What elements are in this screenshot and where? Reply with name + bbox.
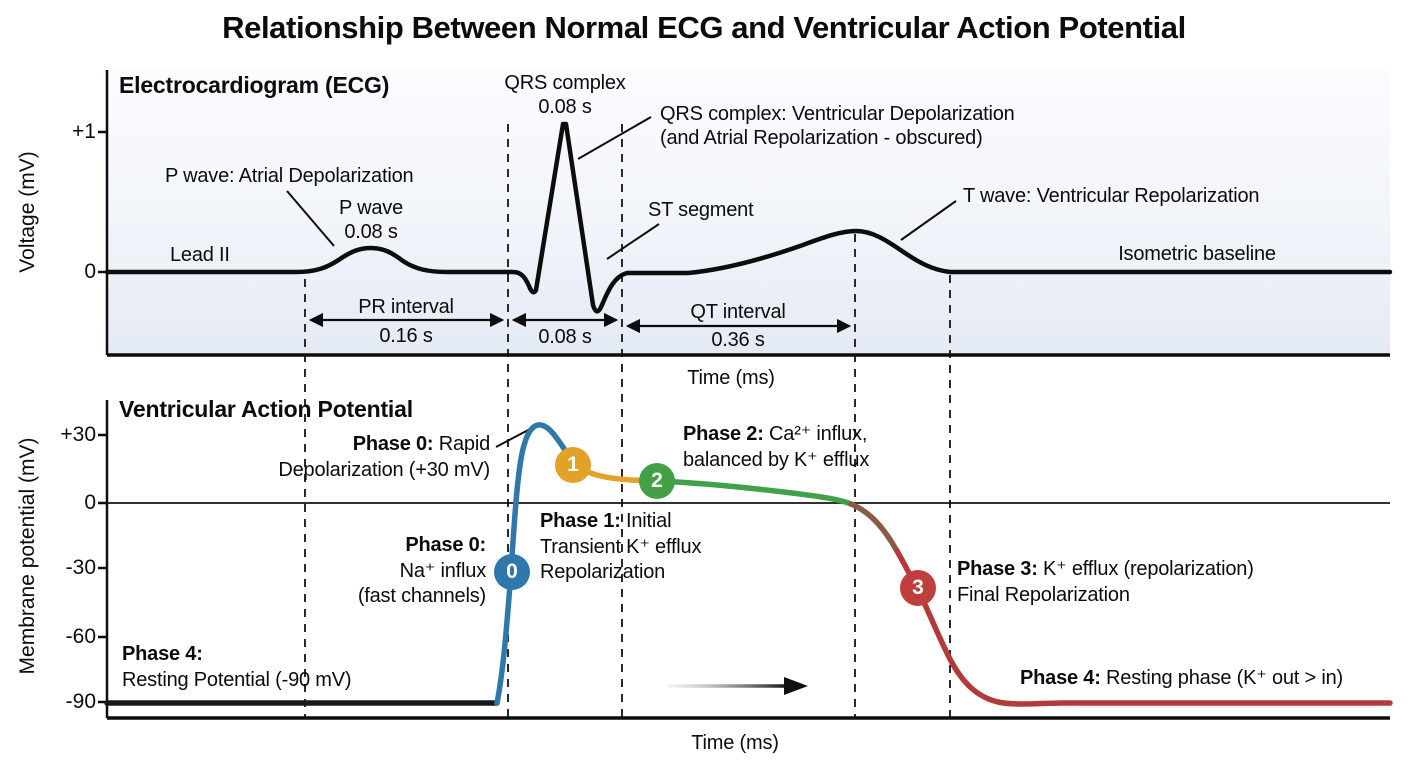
pr-interval-value: 0.16 s: [379, 325, 433, 347]
t-wave-annotation: T wave: Ventricular Repolarization: [963, 185, 1260, 207]
ecg-panel-title: Electrocardiogram (ECG): [119, 72, 390, 98]
phase0-na-label: Phase 0: Na⁺ influx (fast channels): [357, 534, 486, 608]
phase3-label: Phase 3: K⁺ efflux (repolarization) Fina…: [957, 558, 1254, 606]
ecg-panel-background: [108, 70, 1390, 355]
ap-tick-minus60: -60: [65, 625, 96, 648]
phase0-rapid-label: Phase 0: Rapid Depolarization (+30 mV): [278, 433, 490, 481]
qt-interval-label: QT interval: [690, 301, 786, 323]
pr-interval-label: PR interval: [358, 296, 454, 318]
ap-axes: [98, 400, 1390, 720]
ecg-y-axis-label: Voltage (mV): [16, 151, 39, 273]
qrs-complex-label: QRS complex 0.08 s: [504, 72, 626, 118]
phase-marker-1: 1: [555, 447, 591, 483]
st-segment-label: ST segment: [648, 199, 754, 221]
phase1-label: Phase 1: Initial Transient K⁺ efflux Rep…: [540, 510, 702, 584]
ap-panel-title: Ventricular Action Potential: [119, 396, 413, 422]
ap-phase0-upstroke-segment: [494, 422, 577, 706]
phase-marker-3: 3: [900, 570, 936, 606]
qrs-annotation: QRS complex: Ventricular Depolarization …: [660, 103, 1015, 149]
ap-tick-0: 0: [84, 491, 96, 514]
qrs-interval-value: 0.08 s: [538, 326, 592, 348]
ecg-axes: [98, 70, 1390, 357]
ecg-x-axis-label: Time (ms): [687, 367, 775, 389]
phase-marker-0: 0: [494, 554, 530, 590]
ap-transition-segment: [848, 501, 900, 554]
lead-label: Lead II: [170, 244, 230, 266]
p-wave-label: P wave 0.08 s: [338, 197, 404, 243]
interval-arrows: [308, 312, 852, 334]
ap-tick-minus90: -90: [65, 690, 96, 713]
ecg-tick-0: 0: [84, 260, 96, 283]
page-title: Relationship Between Normal ECG and Vent…: [222, 10, 1186, 45]
p-wave-annotation: P wave: Atrial Depolarization: [165, 165, 414, 187]
ap-tick-plus30: +30: [60, 423, 96, 446]
time-direction-arrow: [668, 677, 808, 695]
ap-phase2-plateau-segment: [654, 478, 854, 507]
ap-x-axis-label: Time (ms): [691, 732, 779, 754]
qt-interval-value: 0.36 s: [711, 329, 765, 351]
phase4-left-label: Phase 4: Resting Potential (-90 mV): [122, 643, 352, 691]
phase-marker-2: 2: [639, 463, 675, 499]
ecg-leader-lines: [286, 116, 957, 448]
isometric-baseline-label: Isometric baseline: [1118, 243, 1276, 265]
phase4-right-label: Phase 4: Resting phase (K⁺ out > in): [1020, 667, 1343, 689]
ap-tick-minus30: -30: [65, 556, 96, 579]
phase2-label: Phase 2: Ca²⁺ influx, balanced by K⁺ eff…: [683, 423, 870, 471]
ecg-tick-plus1: +1: [72, 120, 96, 143]
ecg-trace: [104, 121, 1393, 314]
